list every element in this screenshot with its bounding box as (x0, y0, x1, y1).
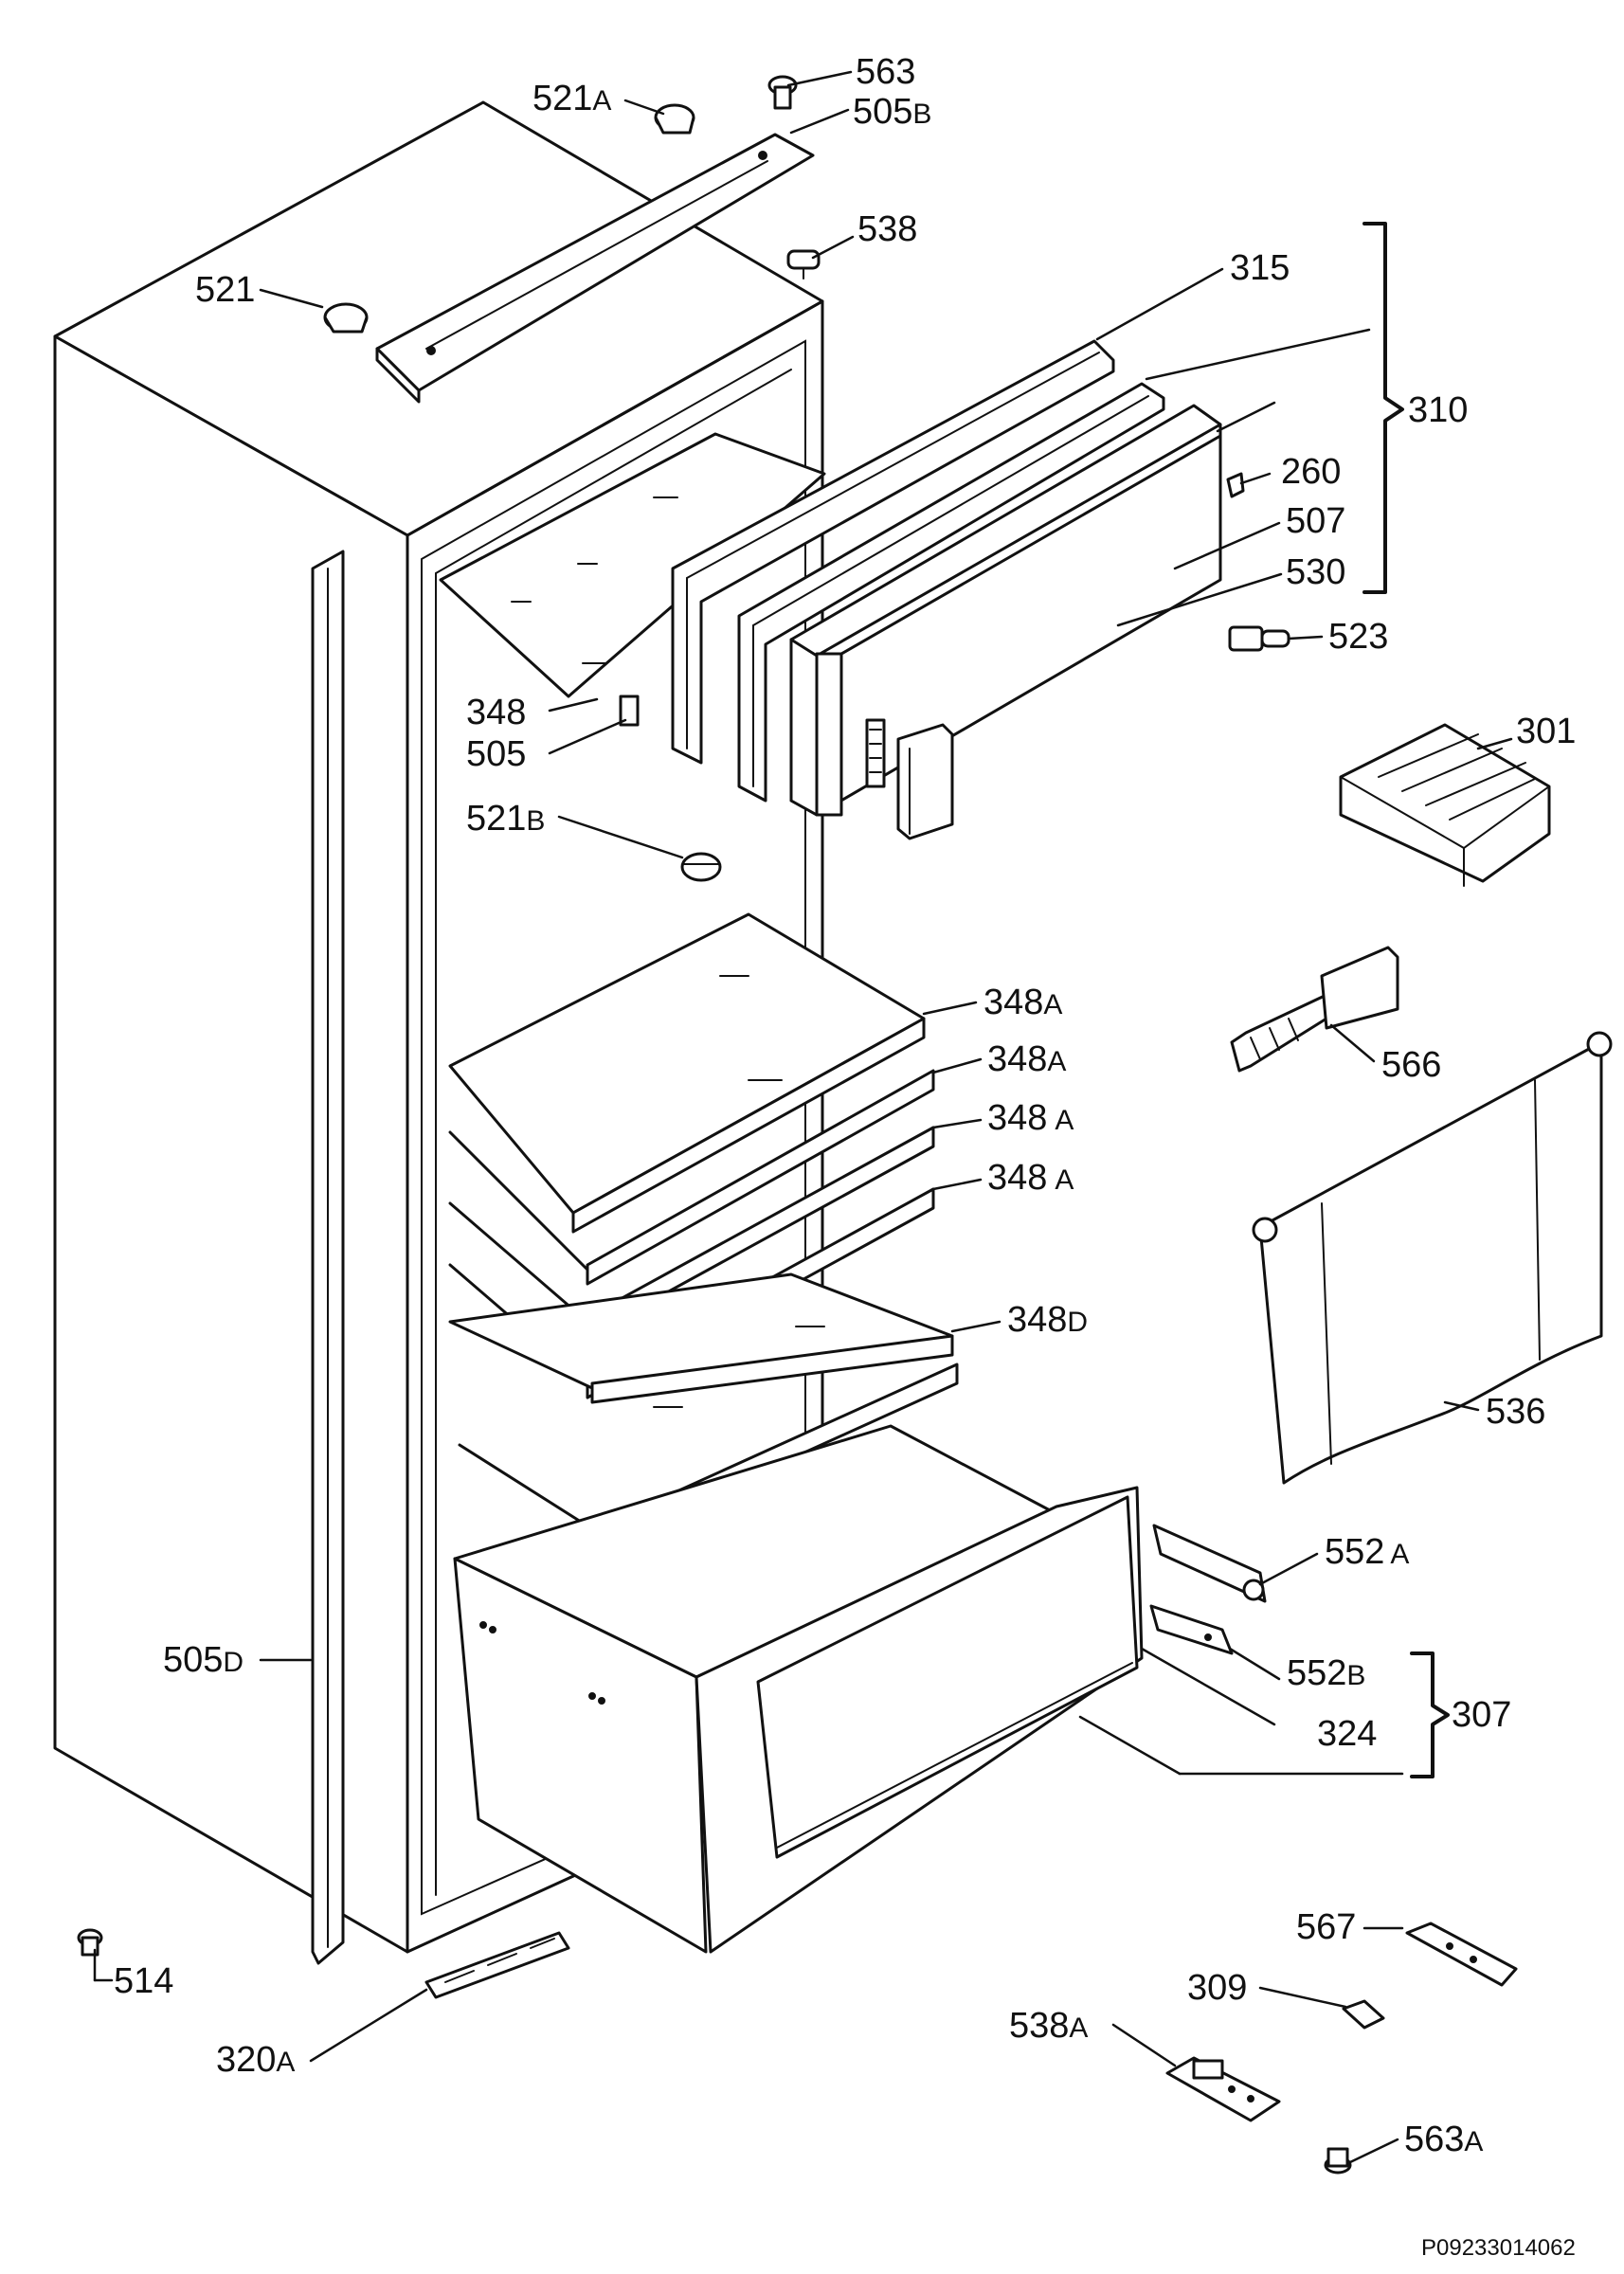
glass-shelf-348a-1-drawing (448, 912, 926, 1234)
label-566: 566 (1381, 1045, 1441, 1085)
clip-309-drawing (1342, 1999, 1385, 2030)
brace-310 (1362, 222, 1404, 594)
label-536: 536 (1486, 1392, 1545, 1432)
glass-shelf-348a-2-drawing (448, 1069, 935, 1286)
label-538a: 538A (1009, 2006, 1088, 2046)
label-505d: 505D (163, 1640, 244, 1680)
label-315: 315 (1230, 248, 1290, 288)
foot-563a-drawing (1324, 2147, 1352, 2175)
runner-552a-drawing (1152, 1524, 1267, 1603)
label-307: 307 (1452, 1695, 1511, 1735)
cap-521a-drawing (654, 103, 695, 135)
ice-tray-301-drawing (1339, 723, 1551, 887)
label-523: 523 (1328, 617, 1388, 657)
door-handle-507-drawing (865, 718, 886, 788)
label-552b: 552B (1287, 1653, 1365, 1693)
pin-563-drawing (767, 75, 798, 110)
diagram-code: P09233014062 (1421, 2235, 1576, 2261)
label-348a-2: 348A (987, 1039, 1066, 1079)
pin-538-drawing (786, 249, 821, 280)
label-563: 563 (856, 52, 915, 92)
balcony-flap-536-drawing (1252, 1031, 1613, 1485)
foot-514-drawing (77, 1928, 103, 1957)
label-505: 505 (466, 734, 526, 774)
freezer-door-gasket-315-drawing (671, 339, 1115, 765)
glass-shelf-348d-drawing (448, 1272, 954, 1408)
door-seal-505d-drawing (311, 550, 345, 1965)
vent-strip-320a-drawing (424, 1931, 570, 1999)
label-514: 514 (114, 1961, 173, 2001)
label-348a-1: 348A (983, 983, 1062, 1022)
label-320a: 320A (216, 2040, 295, 2080)
label-348: 348 (466, 693, 526, 732)
label-567: 567 (1296, 1907, 1356, 1947)
hinge-538a-drawing (1165, 2056, 1281, 2122)
clip-260-drawing (1226, 472, 1245, 498)
label-538: 538 (857, 209, 917, 249)
label-260: 260 (1281, 452, 1341, 492)
cap-521-drawing (323, 302, 369, 334)
label-521: 521 (195, 270, 255, 310)
freezer-door-frame-310-drawing (737, 382, 1165, 803)
label-563a: 563A (1404, 2120, 1483, 2159)
label-507: 507 (1286, 501, 1345, 541)
freezer-door-panel-530-drawing (789, 404, 1222, 817)
label-324: 324 (1317, 1714, 1377, 1754)
label-521b: 521B (466, 799, 545, 839)
clip-523-drawing (1228, 625, 1290, 652)
bracket-567-drawing (1405, 1922, 1518, 1987)
label-348d: 348D (1007, 1300, 1088, 1340)
door-end-cap-530-drawing (896, 723, 954, 840)
leader-lines (93, 70, 1513, 2164)
brace-307 (1410, 1651, 1450, 1778)
ice-scraper-566-drawing (1230, 946, 1399, 1073)
label-309: 309 (1187, 1968, 1247, 2008)
crisper-drawer-324-drawing (453, 1424, 1144, 1954)
label-310: 310 (1408, 390, 1468, 430)
label-521a: 521A (532, 79, 611, 118)
runner-552b-drawing (1149, 1604, 1234, 1655)
cap-521b-drawing (680, 852, 722, 882)
glass-shelf-348-drawing (439, 432, 826, 727)
label-301: 301 (1516, 712, 1576, 751)
label-505b: 505B (853, 92, 931, 132)
label-530: 530 (1286, 552, 1345, 592)
hinge-bar-505b-drawing (375, 133, 815, 404)
